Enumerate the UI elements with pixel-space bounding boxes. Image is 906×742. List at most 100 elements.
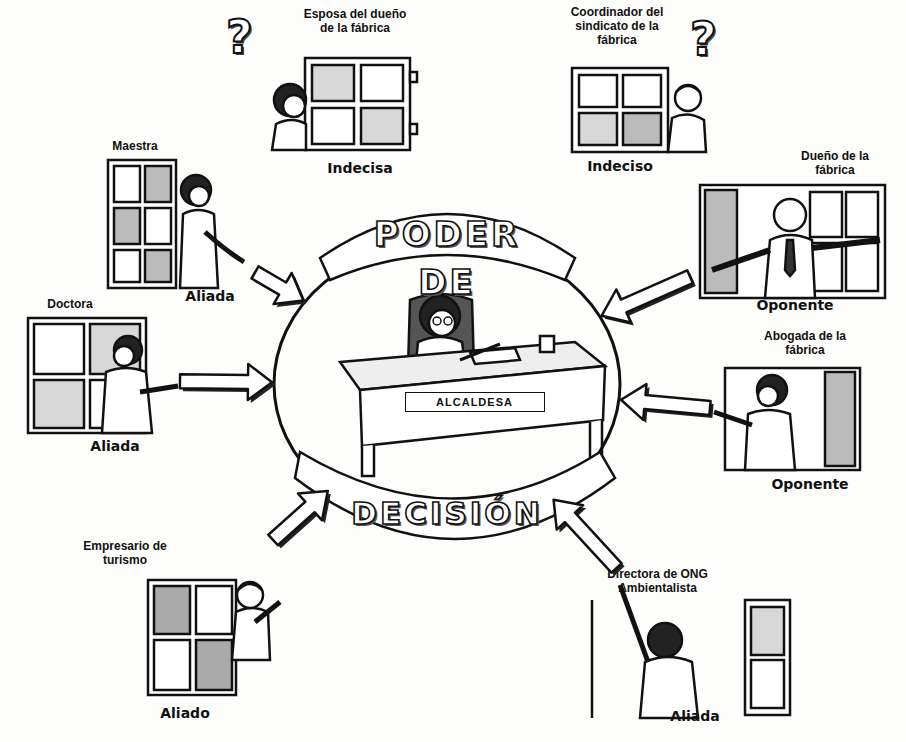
arrow-shadow <box>605 273 696 325</box>
window-pane <box>114 208 140 244</box>
window-frame <box>725 368 860 470</box>
window-pane <box>145 250 171 282</box>
banner-text: PODER <box>272 216 622 253</box>
person-body <box>668 114 706 152</box>
stance-label: Indeciso <box>560 158 680 174</box>
actor-name: Doctora <box>30 298 110 312</box>
window-pane <box>623 75 661 107</box>
banner-text: DECISIÓN <box>272 496 622 530</box>
actor-window: Abogada de la fábricaOponente <box>710 330 865 500</box>
stance-label: Indecisa <box>300 160 420 176</box>
stance-label: Oponente <box>740 297 850 313</box>
question-mark: ? <box>690 16 717 62</box>
block-arrow <box>621 384 714 423</box>
window-pane <box>579 113 617 145</box>
actor-window: DoctoraAliada <box>20 298 180 463</box>
actor-window: Directora de ONG AmbientalistaAliada <box>585 568 800 733</box>
block-arrow <box>268 491 330 548</box>
person-hair <box>757 375 787 405</box>
person-arm <box>812 240 880 248</box>
window-coordinador <box>572 68 706 152</box>
window-pane <box>751 660 784 708</box>
window-pane <box>154 586 190 634</box>
window-frame <box>148 580 236 695</box>
paper <box>470 348 520 364</box>
person-body <box>745 410 795 470</box>
window-pane <box>196 586 232 634</box>
window-frame <box>700 185 885 298</box>
actor-window: Esposa del dueño de la fábricaIndecisa <box>250 8 430 186</box>
person-face <box>758 386 778 406</box>
person-hair <box>648 623 682 657</box>
person-face <box>189 186 209 206</box>
window-frame <box>108 160 176 288</box>
person-body <box>765 235 815 298</box>
window-pane <box>145 208 171 244</box>
person-arm <box>255 602 280 622</box>
window-pane <box>846 243 878 291</box>
window-pane <box>114 250 140 282</box>
actor-name: Empresario de turismo <box>70 540 180 568</box>
window-pane <box>34 380 84 428</box>
arrow-shadow <box>624 387 714 423</box>
window-pane <box>312 108 354 144</box>
stance-label: Aliado <box>140 705 230 721</box>
person-hair <box>676 86 700 92</box>
stance-label: Aliada <box>175 288 245 304</box>
window-pane <box>846 192 878 237</box>
window-esposa <box>272 58 417 150</box>
stance-label: Aliada <box>645 708 745 724</box>
window-directora <box>592 585 790 718</box>
actor-window: Dueño de la fábricaOponente <box>690 150 890 315</box>
person-face <box>774 199 806 231</box>
window-pane <box>114 166 140 202</box>
person-face <box>114 346 134 366</box>
actor-window: MaestraAliada <box>95 140 255 312</box>
window-pane <box>312 65 354 101</box>
window-frame <box>305 58 410 150</box>
window-shutter <box>705 190 737 293</box>
person-hair <box>238 584 262 590</box>
window-pane <box>810 192 842 237</box>
window-empresario <box>148 580 280 695</box>
decision-circle: PODERDEDECISIÓNALCALDESA <box>272 238 622 530</box>
window-pane <box>361 65 403 101</box>
question-mark: ? <box>226 14 253 60</box>
person-arm <box>714 412 752 425</box>
desk-front <box>360 366 605 446</box>
window-pane <box>154 640 190 690</box>
actor-name: Abogada de la fábrica <box>750 330 860 358</box>
cup <box>540 336 554 352</box>
glasses <box>444 317 452 325</box>
window-shutter <box>745 600 790 715</box>
person-hair <box>420 296 460 336</box>
actor-name: Dueño de la fábrica <box>785 150 885 178</box>
actor-window: Empresario de turismoAliado <box>65 540 275 725</box>
person-arm <box>620 585 648 662</box>
person-face <box>283 95 305 117</box>
arrow-body <box>180 364 272 400</box>
pen <box>460 344 500 360</box>
stance-label: Oponente <box>755 476 865 492</box>
window-maestra <box>108 160 244 288</box>
glasses <box>433 317 441 325</box>
person-arm <box>712 250 770 270</box>
block-arrow <box>252 266 307 307</box>
person-body <box>272 120 306 150</box>
window-pane <box>196 640 232 690</box>
person-hair <box>274 84 306 116</box>
banner-text: DE <box>272 264 622 301</box>
window-dueno <box>700 185 885 298</box>
window-shutter <box>825 372 855 466</box>
window-pane <box>579 75 617 107</box>
window-pane <box>34 324 84 374</box>
arrow-shadow <box>271 494 330 548</box>
window-pane <box>145 166 171 202</box>
arrow-shadow <box>557 503 625 576</box>
person-face <box>237 582 263 608</box>
nameplate-text: ALCALDESA <box>406 394 543 411</box>
window-pane <box>623 113 661 145</box>
